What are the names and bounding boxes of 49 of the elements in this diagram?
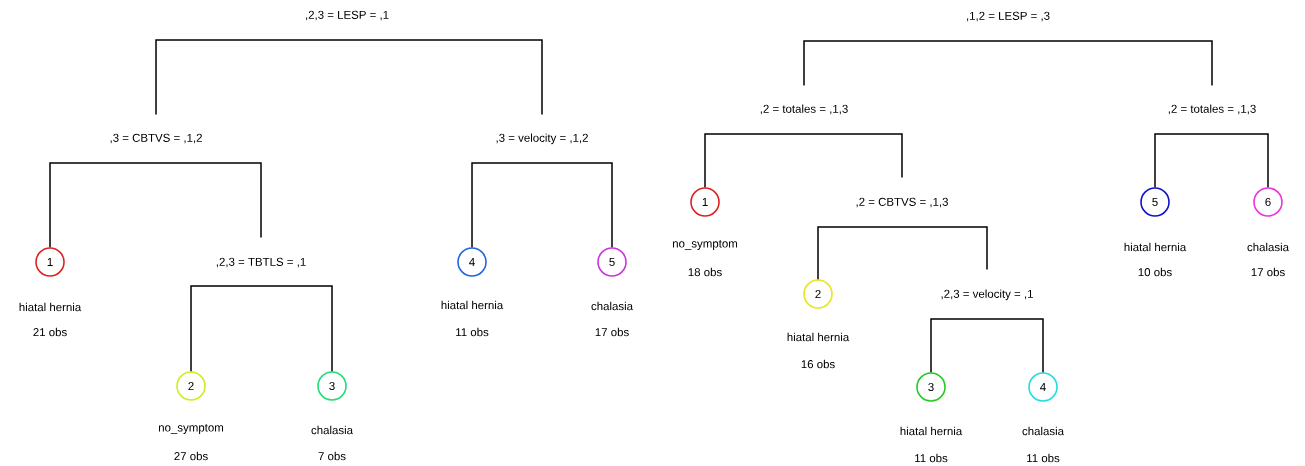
split-label: ,2,3 = LESP = ,1 xyxy=(306,10,389,21)
class-label: no_symptom xyxy=(673,240,738,250)
split-label: ,2,3 = velocity = ,1 xyxy=(941,289,1033,301)
obs-count: 17 obs xyxy=(1251,267,1285,277)
tree-branch xyxy=(190,285,262,372)
class-label: hiatal hernia xyxy=(787,332,850,342)
class-label: hiatal hernia xyxy=(19,302,82,312)
split-label: ,2 = totales = ,1,3 xyxy=(760,104,848,115)
tree-branch xyxy=(1211,133,1269,188)
obs-count: 11 obs xyxy=(915,453,948,463)
obs-count: 17 obs xyxy=(595,327,629,337)
split-label: ,3 = CBTVS = ,1,2 xyxy=(110,133,202,144)
tree-branch xyxy=(986,318,1044,373)
tree-branch xyxy=(471,162,543,248)
obs-count: 21 obs xyxy=(33,327,67,337)
split-label: ,3 = velocity = ,1,2 xyxy=(496,133,588,145)
obs-count: 18 obs xyxy=(688,267,722,277)
tree-branch xyxy=(817,226,903,280)
split-label: ,2,3 = TBTLS = ,1 xyxy=(216,257,306,268)
tree-branch xyxy=(803,40,1009,87)
split-label: ,2 = totales = ,1,3 xyxy=(1168,104,1256,115)
tree-branch xyxy=(155,162,262,239)
tree-branch xyxy=(541,162,613,248)
obs-count: 16 obs xyxy=(801,359,835,369)
class-label: chalasia xyxy=(1247,242,1289,252)
class-label: hiatal hernia xyxy=(441,300,504,310)
obs-count: 27 obs xyxy=(174,451,208,461)
tree-branch xyxy=(803,133,903,179)
obs-count: 11 obs xyxy=(456,327,489,337)
class-label: no_symptom xyxy=(159,424,224,434)
obs-count: 10 obs xyxy=(1138,267,1172,277)
tree-branch xyxy=(155,39,348,116)
obs-count: 7 obs xyxy=(318,451,346,461)
tree-branch xyxy=(704,133,805,188)
class-label: chalasia xyxy=(591,301,633,311)
tree-branch xyxy=(1154,133,1213,188)
tree-branch xyxy=(260,285,333,372)
tree-branch xyxy=(901,226,988,271)
class-label: chalasia xyxy=(311,425,354,435)
tree-branch xyxy=(1007,40,1213,87)
split-label: ,1,2 = LESP = ,3 xyxy=(967,11,1050,22)
class-label: hiatal hernia xyxy=(1124,242,1187,252)
class-label: hiatal hernia xyxy=(900,426,963,436)
tree-branch xyxy=(49,162,157,248)
tree-branch xyxy=(930,318,988,373)
split-label: ,2 = CBTVS = ,1,3 xyxy=(856,197,948,208)
class-label: chalasia xyxy=(1022,426,1064,436)
tree-branch xyxy=(346,39,543,116)
obs-count: 11 obs xyxy=(1027,453,1060,463)
